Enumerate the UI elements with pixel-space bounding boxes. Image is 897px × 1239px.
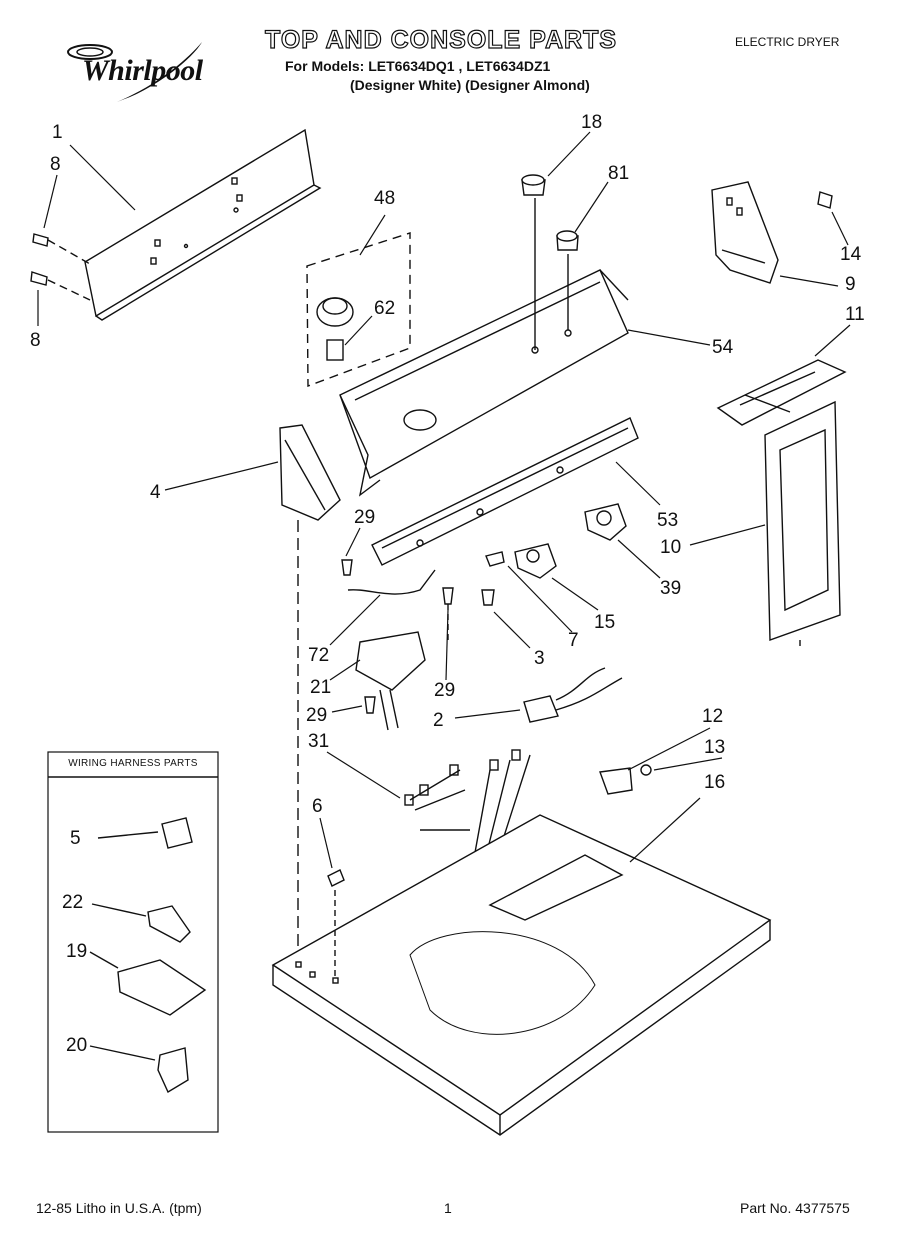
lint-screen-11: [716, 359, 847, 426]
switch-15: [514, 543, 557, 579]
switch-39: [584, 503, 627, 541]
models-line: For Models: LET6634DQ1 , LET6634DZ1: [285, 58, 551, 74]
screw-3: [481, 589, 495, 606]
knob-18: [521, 174, 546, 350]
brand-name: Whirlpool: [82, 54, 203, 87]
leader-lines: [37, 131, 851, 869]
callout-29a: 29: [354, 507, 376, 528]
callout-19: 19: [66, 941, 88, 962]
callout-39: 39: [660, 578, 682, 599]
clip-12: [599, 767, 633, 795]
callout-15: 15: [594, 612, 616, 633]
callout-6: 6: [312, 796, 323, 817]
connector-2: [523, 667, 623, 723]
footer-print-info: 12-85 Litho in U.S.A. (tpm): [36, 1200, 202, 1216]
callout-16: 16: [704, 772, 726, 793]
screw-29c: [364, 696, 376, 714]
callout-7: 7: [568, 630, 579, 651]
console-54: [339, 269, 629, 497]
callout-10: 10: [660, 537, 682, 558]
screw-8b: [30, 271, 91, 301]
callout-18: 18: [581, 112, 603, 133]
callout-9: 9: [845, 274, 856, 295]
callout-29b: 29: [434, 680, 456, 701]
bracket-53: [371, 417, 639, 566]
lint-housing-10: [764, 400, 841, 650]
callout-8a: 8: [50, 154, 61, 175]
callout-13: 13: [704, 737, 726, 758]
category-label: ELECTRIC DRYER: [735, 35, 840, 49]
callout-81: 81: [608, 163, 630, 184]
callout-4: 4: [150, 482, 161, 503]
callout-20: 20: [66, 1035, 88, 1056]
harness-31: [404, 749, 531, 881]
callout-62: 62: [374, 298, 396, 319]
callout-5: 5: [70, 828, 81, 849]
callout-29c: 29: [306, 705, 328, 726]
callout-8b: 8: [30, 330, 41, 351]
callout-3: 3: [534, 648, 545, 669]
top-16: [271, 814, 772, 1136]
callout-21: 21: [310, 677, 332, 698]
variants-line: (Designer White) (Designer Almond): [350, 77, 590, 93]
end-cap-9: [711, 181, 779, 284]
screw-29a: [341, 559, 353, 576]
callout-72: 72: [308, 645, 330, 666]
callout-12: 12: [702, 706, 724, 727]
logo-swoosh-icon: [67, 42, 202, 102]
screw-14: [817, 191, 833, 209]
page-title: TOP AND CONSOLE PARTS: [264, 25, 618, 54]
brand-logo: Whirlpool: [62, 40, 222, 110]
wiring-harness-box: [47, 751, 219, 1133]
callout-2: 2: [433, 710, 444, 731]
knob-81: [556, 230, 579, 330]
callout-14: 14: [840, 244, 862, 265]
clip-7: [485, 551, 505, 567]
callout-22: 22: [62, 892, 84, 913]
end-cap-4: [279, 424, 341, 965]
wiring-box-title: WIRING HARNESS PARTS: [68, 758, 198, 769]
timer-knob-group-48: [306, 232, 411, 388]
callout-54: 54: [712, 337, 734, 358]
screw-13: [640, 764, 652, 776]
buzzer-21: [355, 631, 426, 731]
callout-53: 53: [657, 510, 679, 531]
screw-8a: [32, 233, 91, 265]
callout-11: 11: [845, 304, 865, 325]
footer-page-number: 1: [444, 1200, 452, 1216]
clip-6: [327, 869, 345, 980]
callout-1: 1: [52, 122, 63, 143]
wire-72: [347, 569, 436, 595]
footer-part-number: Part No. 4377575: [740, 1200, 850, 1216]
callout-31: 31: [308, 731, 330, 752]
callout-48: 48: [374, 188, 396, 209]
console-back-panel: [84, 128, 322, 321]
